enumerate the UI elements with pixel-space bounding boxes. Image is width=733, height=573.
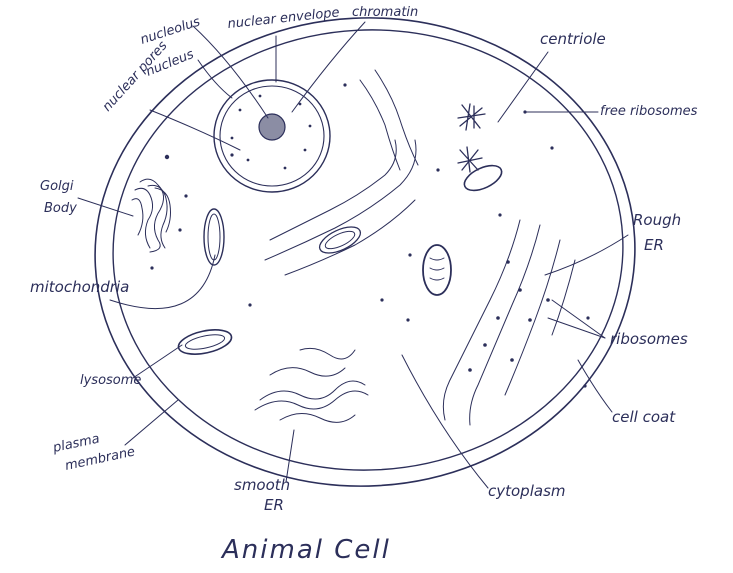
ribosome-dots — [468, 260, 550, 372]
label-rough-er-2: ER — [644, 236, 664, 254]
rough-er-central — [264, 69, 419, 276]
centriole-1 — [457, 103, 486, 131]
vesicle — [463, 164, 503, 192]
label-rough-er-1: Rough — [633, 211, 681, 229]
label-nucleolus: nucleolus — [139, 14, 203, 47]
smooth-er — [254, 347, 369, 423]
centriole-2 — [457, 146, 483, 173]
nuclear-envelope-inner — [219, 85, 325, 187]
label-smooth-er-1: smooth — [234, 476, 290, 494]
label-ribosomes: ribosomes — [610, 330, 688, 348]
mitochondrion-3 — [318, 226, 362, 254]
plasma-membrane-outline — [112, 29, 624, 471]
label-mitochondria: mitochondria — [30, 278, 129, 296]
label-nuclear-envelope: nuclear envelope — [227, 5, 340, 32]
label-lysosome: lysosome — [80, 373, 141, 388]
nuclear-envelope-outer — [213, 79, 331, 193]
mitochondrion-1 — [203, 208, 225, 266]
label-cell-coat: cell coat — [612, 408, 676, 426]
label-smooth-er-2: ER — [264, 496, 284, 514]
leader-lines — [77, 21, 629, 489]
golgi-body — [131, 178, 171, 253]
label-cytoplasm: cytoplasm — [488, 482, 566, 500]
label-centriole: centriole — [540, 30, 606, 48]
nucleolus — [258, 113, 286, 141]
cell-coat-outline — [94, 17, 636, 487]
chromatin-specks — [230, 94, 312, 170]
diagram-title: Animal Cell — [220, 535, 391, 565]
nucleus — [213, 79, 331, 193]
rough-er-right — [442, 219, 576, 426]
label-free-ribosomes: free ribosomes — [600, 104, 698, 119]
mitochondrion-2 — [422, 244, 452, 296]
free-ribosome-dots — [150, 83, 590, 388]
lysosome — [177, 329, 233, 355]
label-golgi-body-2: Body — [44, 201, 77, 216]
label-golgi-body-1: Golgi — [40, 179, 74, 194]
label-chromatin: chromatin — [352, 5, 418, 20]
